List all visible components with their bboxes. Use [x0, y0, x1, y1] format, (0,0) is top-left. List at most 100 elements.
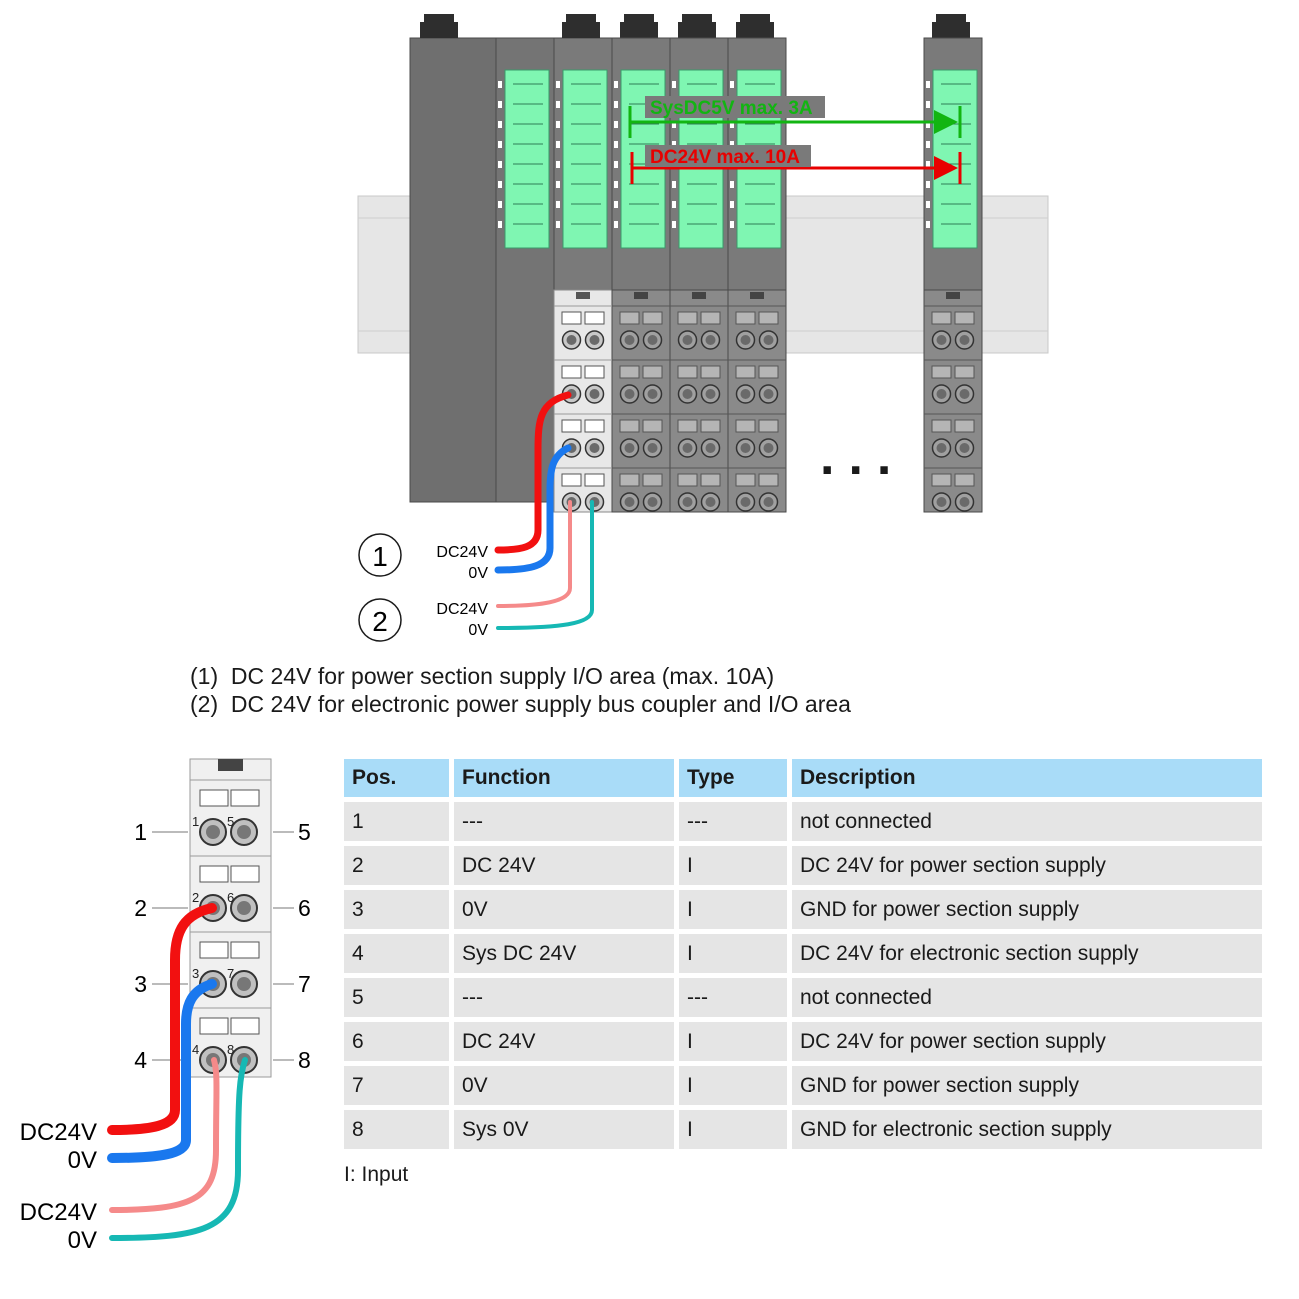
cell-function: DC 24V [454, 1022, 674, 1061]
spring-slot [735, 365, 756, 379]
led-indicator [614, 81, 618, 88]
spring-slot [677, 365, 698, 379]
spring-slot [931, 473, 952, 487]
cell-pos: 8 [344, 1110, 449, 1149]
pin-label-left: 1 [134, 819, 147, 845]
spring-slot [619, 473, 640, 487]
spring-slot [642, 419, 663, 433]
led-indicator [556, 101, 560, 108]
led-indicator [556, 141, 560, 148]
spring-slot [931, 365, 952, 379]
spring-slot [642, 473, 663, 487]
power-module-label [562, 69, 608, 249]
screw-hole-inner [682, 497, 693, 507]
connector-hole-inner [237, 901, 251, 915]
table-footnote: I: Input [344, 1163, 409, 1186]
screw-hole-inner [624, 443, 635, 453]
connector-inner-number: 5 [227, 814, 234, 829]
sys-label: SysDC5V max. 3A [650, 98, 813, 119]
cell-pos: 3 [344, 890, 449, 929]
led-indicator [498, 201, 502, 208]
connector-slot [230, 941, 260, 959]
cell-type: I [679, 1022, 787, 1061]
screw-hole-inner [763, 389, 774, 399]
spring-slot [700, 365, 721, 379]
dc-label-bg [645, 145, 811, 167]
cell-description: DC 24V for power section supply [792, 846, 1262, 885]
screw-hole-inner [682, 335, 693, 345]
wire-red-bottom [107, 903, 217, 1135]
terminal-tab [576, 292, 590, 299]
cell-type: I [679, 1066, 787, 1105]
screw-hole-inner [705, 497, 716, 507]
led-indicator [672, 201, 676, 208]
cell-pos: 6 [344, 1022, 449, 1061]
led-indicator [498, 101, 502, 108]
cell-description: not connected [792, 802, 1262, 841]
spring-slot [954, 365, 975, 379]
wire-blue-bottom [107, 979, 217, 1163]
cell-function: --- [454, 802, 674, 841]
bus-coupler-latch [420, 14, 458, 38]
spring-slot [700, 419, 721, 433]
cell-function: 0V [454, 890, 674, 929]
callout-2-number: 2 [372, 606, 388, 637]
cell-description: DC 24V for electronic section supply [792, 934, 1262, 973]
cell-pos: 7 [344, 1066, 449, 1105]
wire-pink-bottom [109, 1057, 220, 1213]
terminal-tab [634, 292, 648, 299]
callout-1-wire-0v: 0V [468, 565, 488, 582]
terminal-tab [692, 292, 706, 299]
screw-hole-inner [682, 389, 693, 399]
cell-pos: 1 [344, 802, 449, 841]
wire-teal-bottom [109, 1057, 248, 1241]
spring-slot [735, 419, 756, 433]
table-header-row: Pos. Function Type Description [344, 759, 1262, 797]
wire-label-0v-1: 0V [68, 1147, 97, 1174]
led-indicator [730, 121, 734, 128]
led-indicator [498, 141, 502, 148]
spring-slot [931, 419, 952, 433]
cell-description: GND for power section supply [792, 890, 1262, 929]
wire-label-dc24v-2: DC24V [20, 1199, 97, 1226]
callout-2-wire-0v: 0V [468, 622, 488, 639]
spring-slot [584, 311, 605, 325]
led-indicator [498, 161, 502, 168]
led-indicator [926, 101, 930, 108]
screw-hole-inner [647, 443, 658, 453]
connector-slot [199, 865, 229, 883]
callout-2-wire-dc24v: DC24V [436, 601, 488, 618]
cell-description: DC 24V for power section supply [792, 1022, 1262, 1061]
terminal-tab [946, 292, 960, 299]
io-module-3 [727, 14, 787, 513]
connector-inner-number: 2 [192, 890, 199, 905]
led-indicator [614, 221, 618, 228]
spring-slot [954, 311, 975, 325]
screw-hole-inner [740, 335, 751, 345]
cell-type: I [679, 1110, 787, 1149]
led-indicator [926, 221, 930, 228]
spring-slot [954, 419, 975, 433]
led-indicator [556, 221, 560, 228]
connector-slot [230, 1017, 260, 1035]
spring-slot [561, 419, 582, 433]
screw-hole-inner [589, 443, 600, 453]
pin-label-left: 3 [134, 971, 147, 997]
led-indicator [498, 121, 502, 128]
screw-hole-inner [647, 335, 658, 345]
dc-arrow-head [934, 156, 958, 180]
led-indicator [556, 161, 560, 168]
cell-pos: 2 [344, 846, 449, 885]
connector-slot [199, 1017, 229, 1035]
screw-hole-inner [740, 443, 751, 453]
header-pos: Pos. [344, 759, 449, 797]
connector-slot [230, 789, 260, 807]
spring-slot [642, 365, 663, 379]
cell-pos: 4 [344, 934, 449, 973]
led-indicator [730, 181, 734, 188]
spring-slot [642, 311, 663, 325]
pin-assignment-table: Pos. Function Type Description 1------no… [339, 754, 1267, 1154]
